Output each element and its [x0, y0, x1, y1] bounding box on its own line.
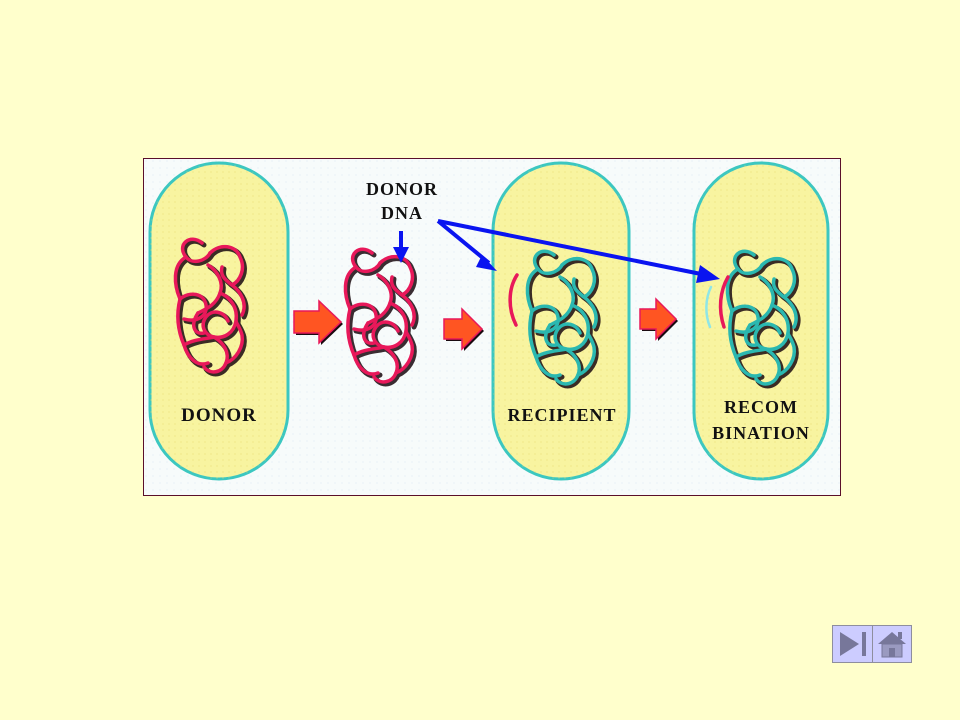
play-end-icon	[839, 632, 866, 656]
next-slide-button[interactable]	[833, 626, 872, 662]
donor-cell-label: DONOR	[181, 405, 257, 426]
donor-dna-label-line2: DNA	[381, 203, 423, 223]
donor-cell: DONOR	[148, 161, 290, 481]
recombination-label-line2: BINATION	[712, 423, 810, 443]
diagram-frame: DONOR DONOR DNA	[143, 158, 841, 496]
slide-navigation	[832, 625, 912, 663]
process-arrow-3	[639, 297, 678, 341]
donor-dna-pointer-arrows	[393, 219, 720, 283]
integrated-donor-segment-icon	[718, 275, 730, 329]
recipient-cell-label: RECIPIENT	[507, 405, 616, 425]
recombination-label-line1: RECOM	[724, 397, 798, 417]
recombination-cell: RECOM BINATION	[692, 161, 830, 481]
home-button[interactable]	[872, 626, 911, 662]
recombination-diagram: DONOR DONOR DNA	[144, 159, 840, 495]
displaced-recipient-segment-icon	[705, 285, 713, 329]
process-arrow-1	[293, 299, 343, 345]
donor-dna-label-line1: DONOR	[366, 179, 438, 199]
home-icon	[878, 632, 906, 658]
recipient-cell: RECIPIENT	[491, 161, 631, 481]
incoming-donor-fragment-icon	[508, 273, 519, 327]
process-arrow-2	[443, 307, 484, 351]
